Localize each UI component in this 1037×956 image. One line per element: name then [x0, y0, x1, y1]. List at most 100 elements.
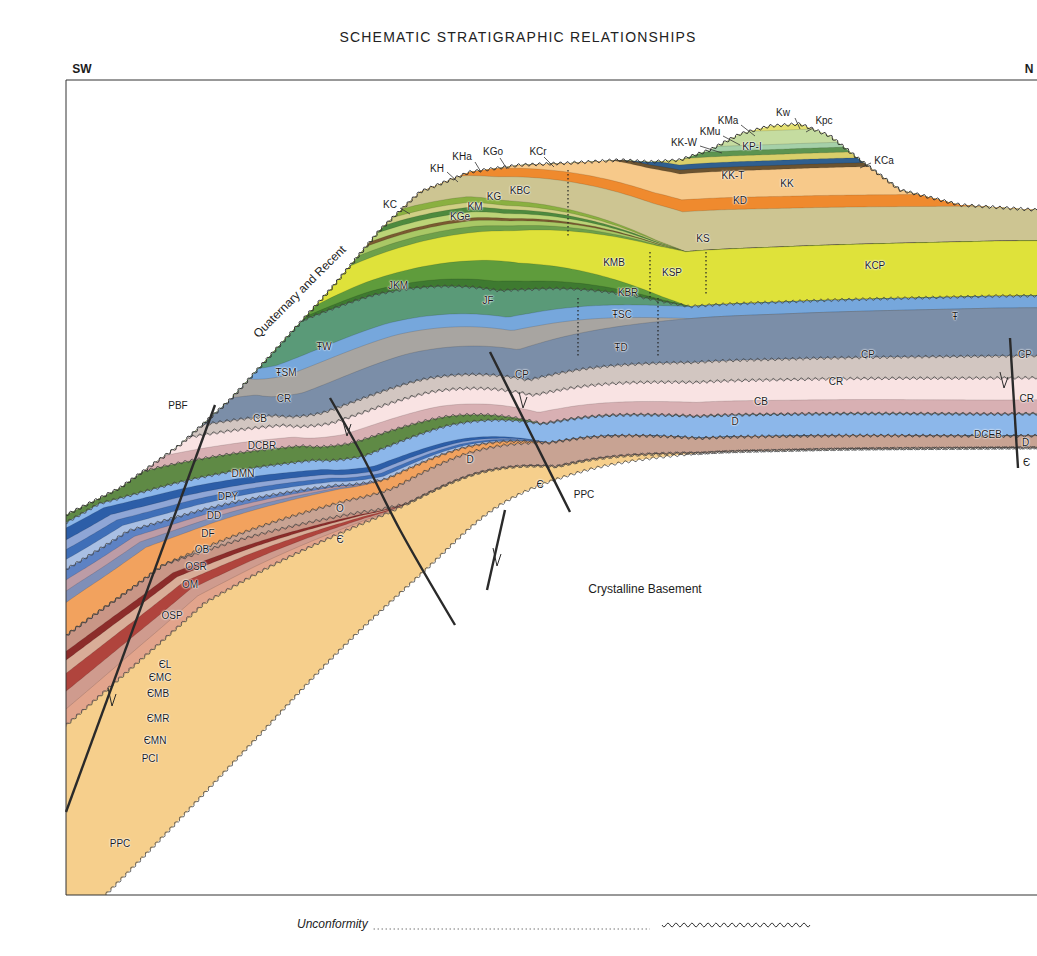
leader-line — [700, 146, 722, 153]
frame-border — [66, 80, 1037, 81]
stratum-band — [0, 435, 1037, 956]
unit-label: Kw — [776, 107, 790, 118]
unconformity-line — [0, 115, 1037, 691]
unconformity-line — [0, 376, 1037, 780]
unit-label: PCI — [142, 753, 159, 764]
unit-label: KMu — [700, 126, 721, 137]
unit-label: DD — [207, 510, 221, 521]
unit-label: KSP — [662, 267, 682, 278]
unit-label: DCEB — [974, 429, 1002, 440]
unit-label: KK-W — [671, 137, 697, 148]
stratum-band — [0, 286, 1037, 956]
unit-label: DMN — [232, 468, 255, 479]
unit-label: ŦSC — [612, 309, 632, 320]
leader-line — [475, 162, 481, 172]
unit-label: Є — [336, 534, 343, 545]
fault-movement-mark — [519, 392, 527, 408]
stratum-band — [0, 279, 1037, 956]
leader-line — [741, 125, 755, 136]
unit-label: KC — [383, 199, 397, 210]
leader-line — [723, 136, 740, 145]
unit-label: KHa — [452, 151, 471, 162]
facies-boundary — [649, 252, 650, 300]
unit-label: KGe — [450, 211, 470, 222]
fault-line — [1010, 338, 1018, 468]
unit-label: DCBR — [248, 440, 276, 451]
fault-movement-mark — [493, 548, 501, 566]
unit-label: CR — [277, 393, 291, 404]
unit-label: KMB — [603, 257, 625, 268]
stratum-band — [0, 212, 1037, 956]
leader-line — [400, 208, 410, 214]
unit-label: ЄL — [159, 659, 172, 670]
unit-label: KGo — [483, 146, 503, 157]
unit-label: CP — [515, 369, 529, 380]
unconformity-line — [0, 446, 1037, 899]
stratum-band — [0, 435, 1037, 956]
unit-label: ЄMC — [149, 672, 172, 683]
unit-label: KG — [487, 191, 501, 202]
stratum-band — [0, 307, 1037, 956]
stratum-band — [0, 435, 1037, 956]
unit-label: KCr — [529, 146, 546, 157]
direction-label: SW — [72, 63, 91, 76]
unit-label: KP-I — [742, 141, 761, 152]
unit-label: JKM — [388, 280, 408, 291]
unit-label: KH — [430, 163, 444, 174]
unit-label: ЄMN — [144, 735, 167, 746]
unit-label: D — [1022, 437, 1029, 448]
leader-line — [806, 128, 813, 132]
stratum-band — [0, 307, 1037, 956]
stratum-band — [0, 207, 1037, 956]
unit-label: KBC — [510, 185, 531, 196]
leader-line — [500, 158, 507, 169]
stratum-band — [0, 197, 1037, 956]
unit-label: CR — [1020, 393, 1034, 404]
fault-line — [330, 398, 455, 625]
stratum-band — [0, 399, 1037, 956]
fault-line — [490, 352, 570, 512]
stratum-band — [0, 413, 1037, 956]
erosion-surface — [66, 123, 1037, 516]
unit-label: CB — [253, 413, 267, 424]
unconformity-line — [0, 434, 1037, 899]
unit-label: CR — [829, 376, 843, 387]
direction-label: N — [1025, 63, 1034, 76]
unit-label: KK-T — [722, 170, 745, 181]
stratum-band — [0, 176, 1037, 956]
stratum-band — [0, 435, 1037, 956]
unconformity-line — [0, 354, 1037, 773]
unit-label: DPY — [218, 491, 239, 502]
unit-label: KCa — [874, 155, 893, 166]
leader-line — [447, 172, 458, 182]
fault-line — [66, 405, 215, 812]
unconformity-line — [0, 412, 1037, 799]
unit-label: OM — [182, 579, 198, 590]
unit-label: Ŧ — [952, 311, 958, 322]
stratum-band — [0, 202, 1037, 956]
unit-label: KD — [733, 195, 747, 206]
unit-label: OSP — [161, 610, 182, 621]
unit-label: ŦW — [316, 341, 332, 352]
stratum-band — [0, 413, 1037, 956]
unit-label: Kpc — [815, 115, 832, 126]
surface-label: Quaternary and Recent — [251, 243, 349, 341]
unit-label: D — [731, 416, 738, 427]
stratum-band — [0, 260, 1037, 956]
legend-samples — [374, 923, 810, 929]
unit-label: O — [336, 503, 344, 514]
unit-label: ЄMB — [147, 688, 169, 699]
unit-label: PBF — [168, 400, 187, 411]
stratum-band — [0, 435, 1037, 956]
frame-border — [66, 80, 67, 895]
fault-movement-mark — [342, 418, 351, 436]
unit-label: KK — [780, 178, 793, 189]
unit-label: KCP — [865, 260, 886, 271]
stratum-band — [0, 435, 1037, 956]
unit-label: KS — [696, 233, 709, 244]
facies-boundary — [657, 298, 658, 358]
unit-label: D — [466, 454, 473, 465]
leader-line — [795, 118, 800, 129]
